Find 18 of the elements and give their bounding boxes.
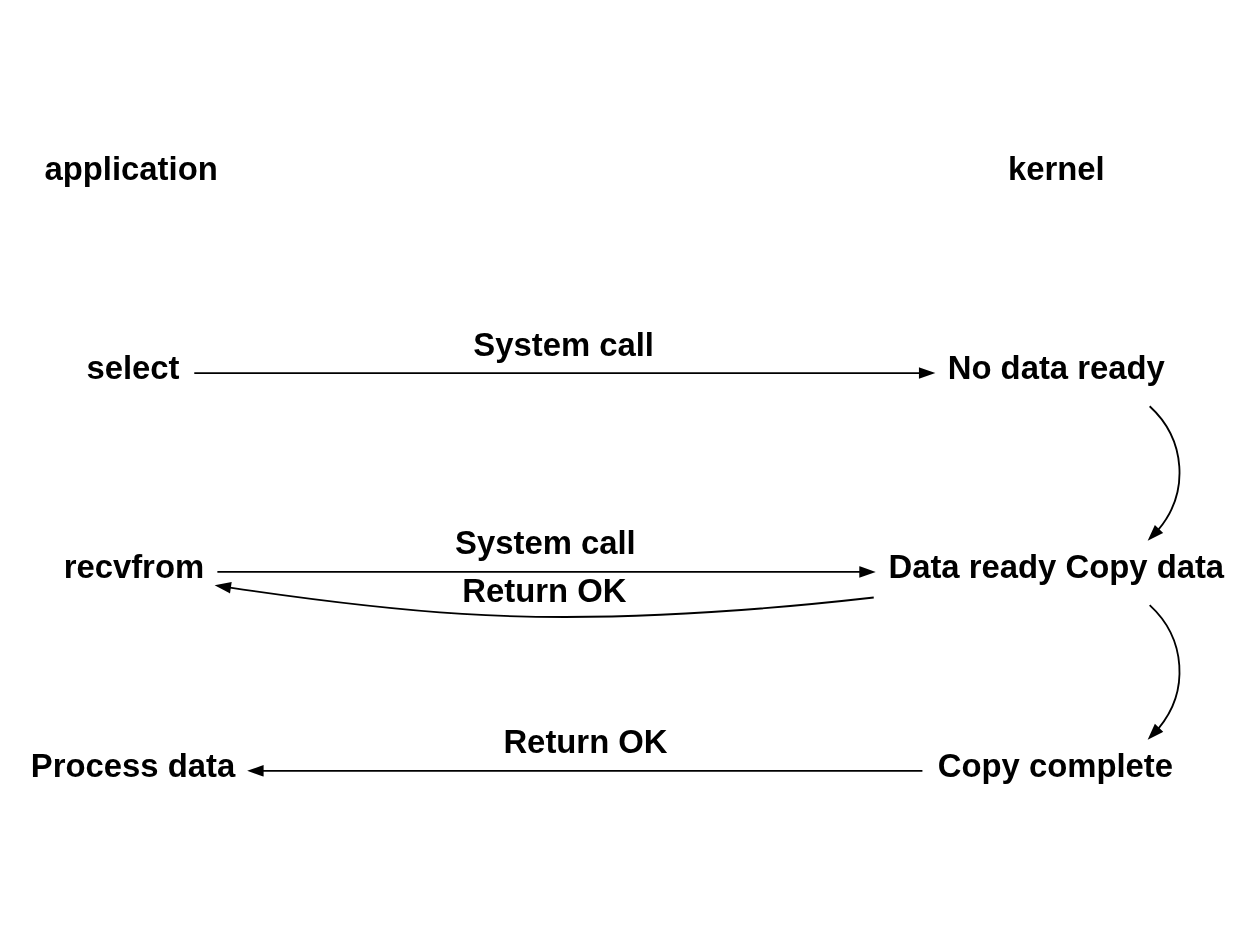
arrow <box>247 764 924 777</box>
edge-label: Return OK <box>462 571 627 609</box>
arrow <box>1147 603 1181 740</box>
label: application <box>44 149 218 187</box>
node-text: select <box>86 348 180 386</box>
node-text: Copy complete <box>937 746 1174 784</box>
arrow <box>216 565 876 578</box>
node-text: Process data <box>30 746 236 784</box>
arrow <box>214 581 875 618</box>
label: kernel <box>1007 149 1105 187</box>
node-text: recvfrom <box>63 547 205 585</box>
arrow <box>1147 404 1181 541</box>
arrow <box>193 366 936 379</box>
edge-label: Return OK <box>503 722 668 760</box>
node-text: No data ready <box>947 348 1165 386</box>
edge-label: System call <box>455 523 636 561</box>
node-text: Data ready Copy data <box>888 547 1225 585</box>
edge-label: System call <box>473 325 654 363</box>
